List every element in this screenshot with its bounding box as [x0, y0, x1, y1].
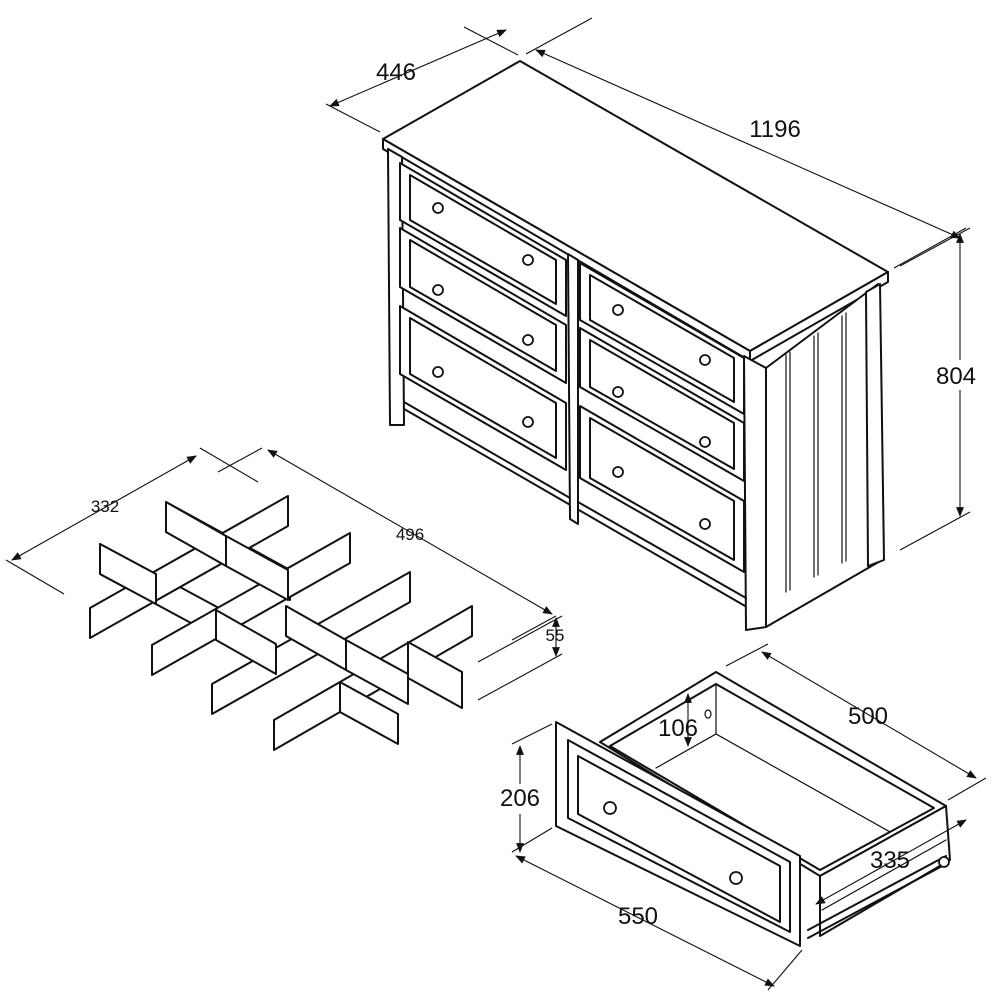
dresser-drawer-left-2[interactable]: [399, 227, 567, 384]
drawer-knob-left: [603, 801, 617, 815]
dresser-height-label: 804: [936, 363, 976, 390]
dresser-drawer-left-3[interactable]: [399, 305, 567, 471]
dresser-drawer-right-1[interactable]: [579, 262, 745, 415]
divider-cross-5: [407, 641, 463, 709]
dresser-rear-leg: [865, 283, 885, 567]
drawer-depth-label: 500: [848, 703, 888, 730]
grid-width-label: 496: [396, 525, 424, 544]
drawer-drawing: [555, 671, 951, 947]
drawer-front-height-label: 206: [500, 785, 540, 812]
drawer-inner-height-label: 106: [658, 715, 698, 742]
dresser-top-side-edge: [749, 271, 889, 362]
drawer-knob-right: [729, 871, 743, 885]
drawer-dimensions: [511, 643, 987, 991]
drawer-inner-width-label: 335: [870, 847, 910, 874]
dresser-drawer-left-1[interactable]: [399, 162, 567, 317]
dresser-drawer-right-3[interactable]: [579, 405, 745, 573]
dresser-depth-label: 446: [376, 59, 416, 86]
grid-height-label: 55: [546, 626, 565, 645]
dresser-drawing: [382, 60, 889, 631]
grid-depth-label: 332: [91, 497, 119, 516]
divider-cross-7: [215, 609, 277, 675]
drawer-slide-roller: [938, 856, 950, 868]
drawer-front-width-label: 550: [618, 903, 658, 930]
dresser-width-label: 1196: [749, 116, 801, 143]
dresser-right-leg: [743, 355, 767, 631]
divider-cross-4: [345, 639, 409, 705]
dresser-center-stile: [567, 253, 579, 525]
divider-cross-8: [339, 681, 399, 745]
dresser-drawer-right-2[interactable]: [579, 327, 745, 482]
divider-grid-dimensions: [5, 447, 563, 701]
